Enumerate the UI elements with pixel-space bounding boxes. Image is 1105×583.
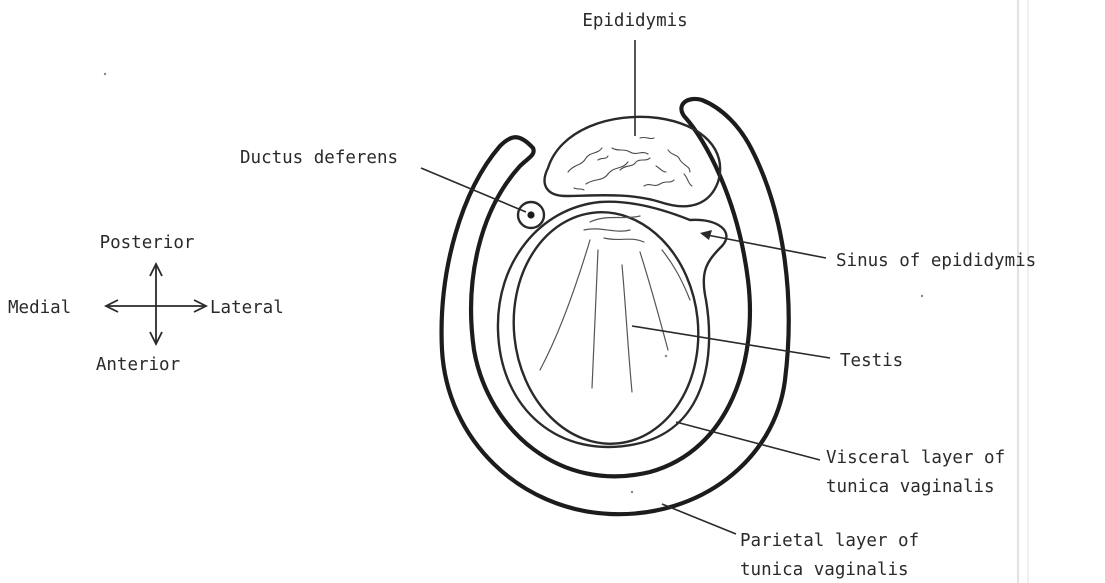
epididymis-texture bbox=[568, 137, 692, 190]
compass-medial-label: Medial bbox=[8, 298, 71, 318]
compass-anterior-label: Anterior bbox=[96, 355, 180, 375]
compass-lateral-label: Lateral bbox=[210, 298, 284, 318]
sinus-of-epididymis-leader bbox=[700, 230, 826, 258]
orientation-compass: Posterior Anterior Medial Lateral bbox=[8, 233, 284, 375]
parietal-layer-label-line2: tunica vaginalis bbox=[740, 560, 909, 580]
scan-dot-4 bbox=[665, 355, 667, 357]
visceral-layer-leader bbox=[676, 422, 820, 460]
scan-dot bbox=[104, 73, 106, 75]
visceral-layer-label-line1: Visceral layer of bbox=[826, 448, 1005, 468]
visceral-layer-outline bbox=[498, 202, 727, 447]
testis-body bbox=[502, 203, 709, 453]
ductus-deferens-label: Ductus deferens bbox=[240, 148, 398, 168]
epididymis-body bbox=[545, 117, 721, 206]
testis-septa bbox=[540, 216, 690, 392]
testis-label: Testis bbox=[840, 351, 903, 371]
parietal-layer-leader bbox=[662, 504, 736, 534]
parietal-layer-outline bbox=[442, 99, 789, 514]
ductus-deferens-lumen bbox=[527, 211, 534, 218]
compass-posterior-label: Posterior bbox=[100, 233, 195, 253]
sinus-of-epididymis-label: Sinus of epididymis bbox=[836, 251, 1036, 271]
visceral-layer-label-line2: tunica vaginalis bbox=[826, 477, 995, 497]
scan-dot-3 bbox=[631, 491, 633, 493]
epididymis-label: Epididymis bbox=[582, 11, 687, 31]
scan-dot-2 bbox=[921, 295, 923, 297]
parietal-layer-label-line1: Parietal layer of bbox=[740, 531, 919, 551]
testis-leader bbox=[632, 326, 830, 358]
